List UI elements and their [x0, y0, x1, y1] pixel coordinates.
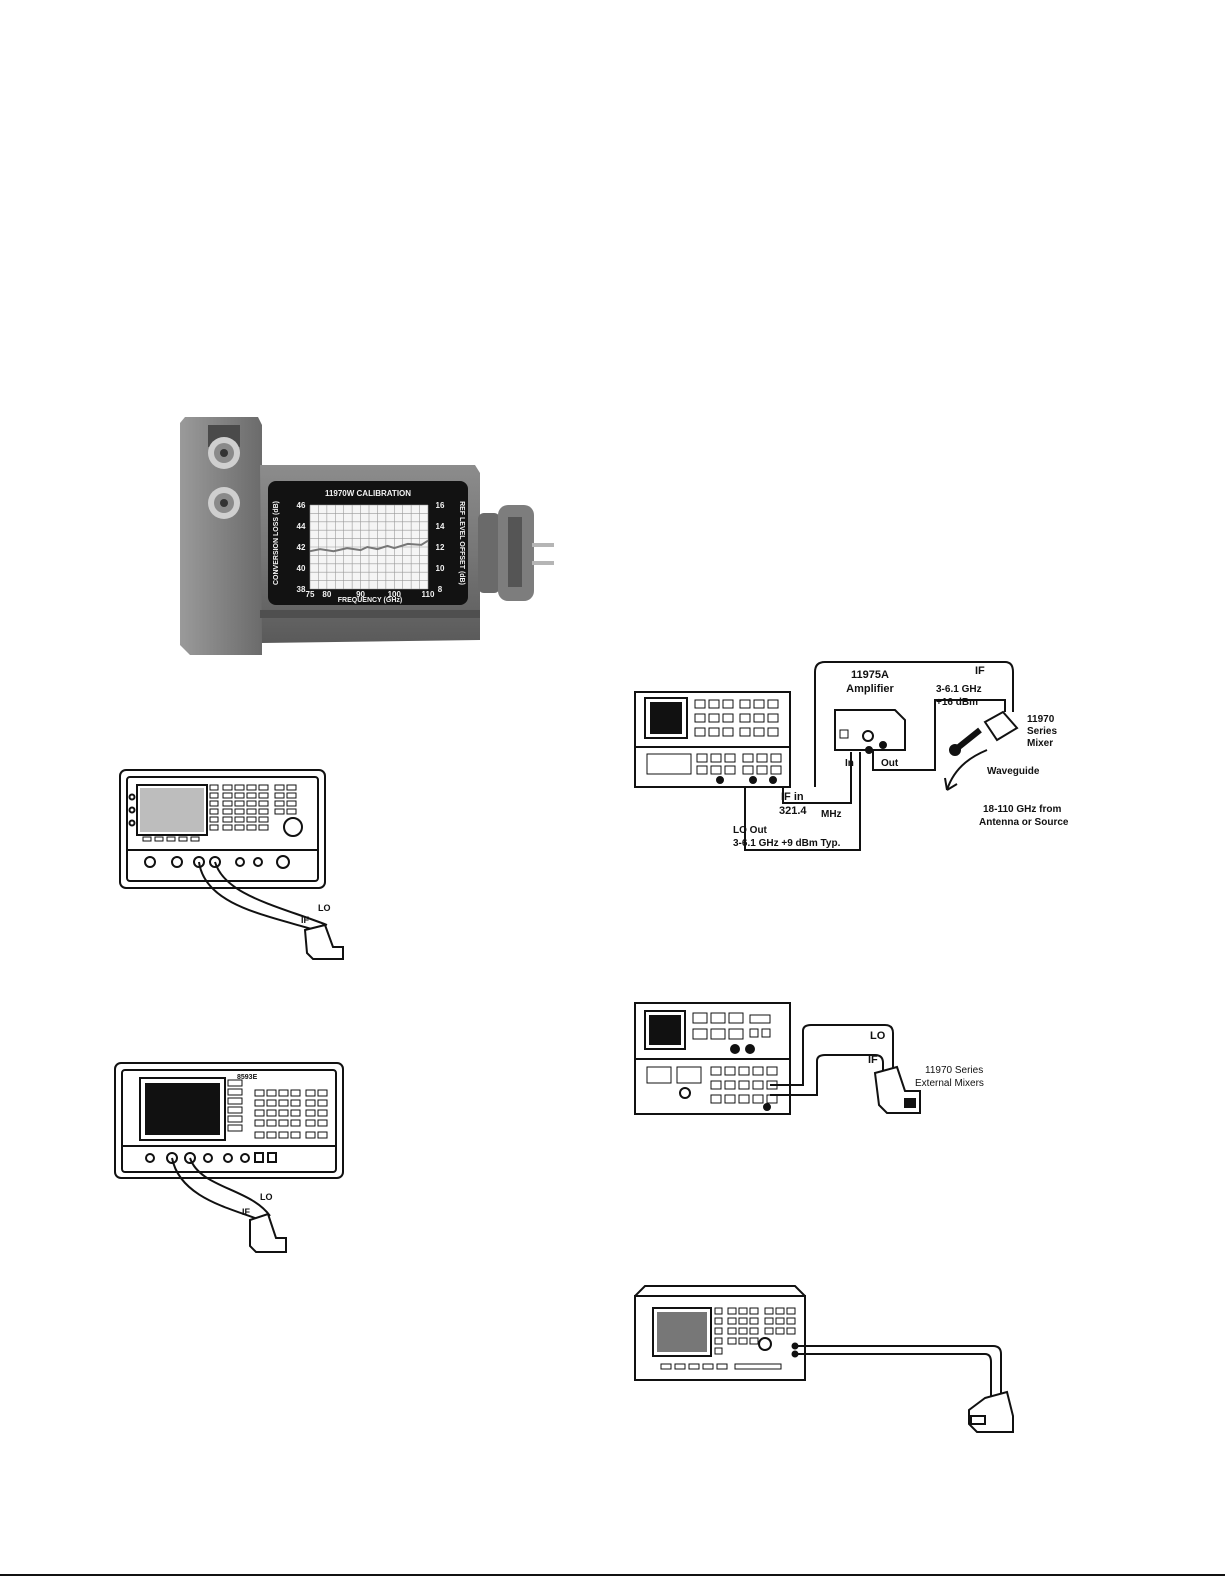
connector-lo-icon	[208, 425, 240, 469]
modern-mixer-icon	[968, 1390, 1014, 1433]
x-tick-label: 110	[422, 590, 435, 599]
left-b-mixer-icon	[249, 1212, 287, 1253]
mixer-photo: 11970W CALIBRATION CONVERSION LOSS (dB) …	[160, 405, 580, 670]
left-a-lo-label: LO	[318, 903, 331, 913]
source-label-line1: 18-110 GHz from	[983, 804, 1061, 815]
x-tick-label: 100	[388, 590, 402, 599]
left-tick-label: 46	[297, 501, 306, 510]
left-tick-label: 42	[297, 543, 306, 552]
lo-level-line2: +16 dBm	[936, 697, 978, 708]
lo-level-line1: 3-6.1 GHz	[936, 684, 982, 695]
portable-analyzer-icon	[114, 1062, 344, 1179]
mixer-label-line1: 11970	[1027, 714, 1055, 725]
portable-model-label: 8593E	[237, 1074, 258, 1081]
calibration-curve	[309, 539, 429, 553]
mixer-label-line3: Mixer	[1027, 738, 1053, 749]
rack-mixers-line2: External Mixers	[915, 1078, 984, 1089]
mixer-waveguide-icon	[944, 710, 1019, 791]
right-axis-label: REF LEVEL OFFSET (dB)	[458, 501, 465, 585]
calibration-title: 11970W CALIBRATION	[325, 489, 411, 498]
left-b-if-label: IF	[242, 1207, 251, 1217]
rack-lo-label: LO	[870, 1030, 886, 1042]
right-tick-label: 12	[436, 543, 445, 552]
calibration-label: 11970W CALIBRATION CONVERSION LOSS (dB) …	[268, 481, 468, 605]
left-tick-label: 38	[297, 585, 306, 594]
lo-out-level: 3-6.1 GHz +9 dBm Typ.	[733, 838, 841, 849]
x-tick-label: 80	[322, 590, 331, 599]
left-tick-label: 40	[297, 564, 306, 573]
in-label: In	[845, 758, 854, 769]
left-a-if-label: IF	[301, 915, 310, 925]
x-tick-label: 90	[356, 590, 365, 599]
modern-cables	[795, 1345, 1002, 1402]
amplifier-box-icon	[834, 709, 906, 754]
mixer-label-line2: Series	[1027, 726, 1057, 737]
x-tick-label: 75	[306, 590, 315, 599]
setup-modern-diagram	[625, 1280, 1025, 1450]
rack-mixer-icon	[873, 1065, 921, 1114]
source-label-line2: Antenna or Source	[979, 817, 1069, 828]
mixer-left-block	[180, 417, 262, 655]
left-axis-label: CONVERSION LOSS (dB)	[273, 501, 280, 585]
bottom-rule	[0, 1574, 1225, 1576]
right-tick-label: 8	[438, 585, 443, 594]
modern-analyzer-icon	[634, 1285, 806, 1381]
rack-mixers-line1: 11970 Series	[925, 1065, 983, 1076]
right-tick-label: 10	[436, 564, 445, 573]
left-b-lo-label: LO	[260, 1192, 273, 1202]
amplifier-name-label: Amplifier	[846, 683, 894, 695]
setup-left-b-diagram: 8593E LO IF	[110, 1058, 370, 1263]
cables	[744, 661, 1014, 851]
left-a-mixer-icon	[303, 923, 344, 960]
amplifier-model-label: 11975A	[851, 669, 889, 681]
connector-if-icon	[208, 487, 240, 519]
if-in-label: IF in	[781, 791, 804, 803]
rack-analyzer-icon	[634, 1002, 791, 1115]
waveguide-label: Waveguide	[987, 766, 1040, 777]
right-tick-label: 16	[436, 501, 445, 510]
setup-rack-diagram: LO IF 11970 Series External Mixers	[625, 995, 1025, 1135]
compact-analyzer-icon	[119, 769, 326, 889]
left-a-cables	[198, 861, 328, 931]
rack-if-label: IF	[868, 1054, 878, 1066]
left-tick-label: 44	[297, 522, 306, 531]
right-tick-label: 14	[436, 522, 445, 531]
x-axis-label: FREQUENCY (GHz)	[338, 597, 402, 604]
lo-out-label: LO Out	[733, 825, 768, 836]
analyzer-rack-icon	[634, 691, 791, 788]
left-b-cables	[171, 1157, 271, 1221]
setup-left-a-diagram: LO IF	[115, 765, 365, 970]
rack-cables	[770, 1024, 894, 1096]
setup-amplifier-diagram: 11975A Amplifier IF 3-6.1 GHz +16 dBm 11…	[625, 650, 1095, 865]
waveguide-flange-icon	[478, 505, 554, 601]
if-in-frequency: 321.4	[779, 805, 807, 817]
if-in-unit: MHz	[821, 809, 842, 820]
if-top-label: IF	[975, 665, 985, 677]
out-label: Out	[881, 758, 899, 769]
